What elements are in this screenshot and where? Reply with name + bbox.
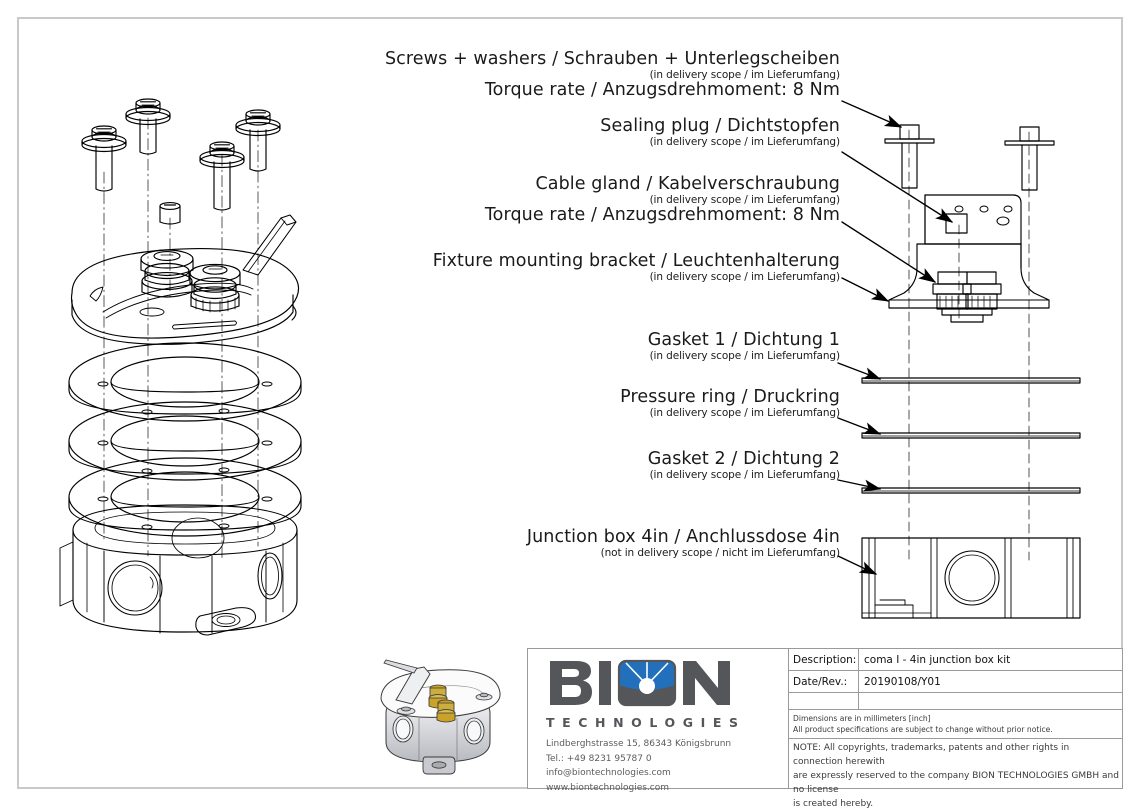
junction-box-iso — [59, 504, 298, 636]
callout-gasket-2-main: Gasket 2 / Dichtung 2 — [647, 449, 840, 469]
title-block-info: Description: coma I - 4in junction box k… — [789, 649, 1123, 809]
dimensions-note-line-2: All product specifications are subject t… — [793, 725, 1053, 734]
callout-pressure-ring-main: Pressure ring / Druckring — [620, 387, 840, 407]
callout-cable-gland-torque: Torque rate / Anzugsdrehmoment: 8 Nm — [484, 205, 840, 226]
gasket-1-elev — [861, 377, 1081, 384]
address-phone: Tel.: +49 8231 95787 0 — [546, 753, 652, 764]
leader-junction-box — [837, 555, 878, 575]
callout-pressure-ring: Pressure ring / Druckring (in delivery s… — [440, 387, 841, 419]
exploded-isometric-view — [59, 98, 302, 636]
screw-iso-1 — [81, 125, 127, 192]
description-label: Description: — [789, 649, 859, 670]
callout-sealing-plug-sub: (in delivery scope / im Lieferumfang) — [649, 135, 841, 148]
pressure-ring-iso — [68, 401, 302, 481]
gasket-1-iso — [68, 342, 302, 422]
empty-value — [859, 693, 1123, 709]
cable-gland-iso-1 — [140, 249, 194, 298]
cable-gland-elev — [932, 271, 1002, 323]
assembled-isometric-view — [380, 659, 501, 775]
callout-sealing-plug-main: Sealing plug / Dichtstopfen — [600, 116, 840, 136]
title-block-row-empty — [789, 693, 1123, 710]
leader-cable-gland — [841, 221, 937, 283]
leader-lines — [837, 100, 954, 575]
callout-cable-gland-sub: (in delivery scope / im Lieferumfang) — [649, 193, 841, 206]
callout-gasket-1: Gasket 1 / Dichtung 1 (in delivery scope… — [440, 330, 841, 362]
copyright-note-line-2: are expressly reserved to the company BI… — [793, 770, 1119, 795]
screw-iso-4 — [235, 109, 281, 172]
copyright-note-line-1: NOTE: All copyrights, trademarks, patent… — [793, 743, 1070, 767]
fixture-mounting-bracket-iso — [70, 214, 300, 345]
dimensions-note-line-1: Dimensions are in millimeters [inch] — [793, 714, 931, 723]
sealing-plug-elev — [945, 213, 968, 234]
fixture-mounting-bracket-elev — [888, 194, 1050, 309]
description-value: coma I - 4in junction box kit — [864, 653, 1011, 666]
dimensions-note: Dimensions are in millimeters [inch] All… — [789, 710, 1123, 739]
front-elevation-view — [861, 124, 1081, 619]
date-rev-label: Date/Rev.: — [789, 671, 859, 692]
callout-gasket-2: Gasket 2 / Dichtung 2 (in delivery scope… — [440, 449, 841, 481]
screw-iso-3 — [199, 141, 245, 211]
gasket-2-elev — [861, 487, 1081, 494]
callout-screws-torque: Torque rate / Anzugsdrehmoment: 8 Nm — [484, 80, 840, 101]
leader-gasket-1 — [837, 362, 882, 380]
callout-pressure-ring-sub: (in delivery scope / im Lieferumfang) — [649, 406, 841, 419]
bion-logo-icon — [550, 659, 730, 707]
address-street: Lindberghstrasse 15, 86343 Königsbrunn — [546, 739, 732, 749]
screw-elev-1 — [884, 124, 935, 189]
title-block-logo-cell: TECHNOLOGIES Lindberghstrasse 15, 86343 … — [528, 649, 789, 793]
callout-gasket-1-sub: (in delivery scope / im Lieferumfang) — [649, 349, 841, 362]
callout-junction-box-main: Junction box 4in / Anchlussdose 4in — [526, 527, 840, 547]
leader-mounting-bracket — [841, 277, 890, 302]
callout-cable-gland-main: Cable gland / Kabelverschraubung — [535, 174, 840, 194]
date-rev-value: 20190108/Y01 — [864, 675, 941, 688]
callout-sealing-plug: Sealing plug / Dichtstopfen (in delivery… — [380, 116, 841, 148]
empty-label — [789, 693, 859, 709]
screw-elev-2 — [1004, 126, 1055, 191]
cable-gland-iso-2 — [189, 263, 241, 313]
sealing-plug-iso — [159, 202, 181, 225]
callout-cable-gland: Cable gland / Kabelverschraubung (in del… — [330, 174, 841, 226]
title-block-row-date-rev: Date/Rev.: 20190108/Y01 — [789, 671, 1123, 693]
gasket-2-iso — [68, 457, 302, 537]
callout-mounting-bracket-sub: (in delivery scope / im Lieferumfang) — [649, 270, 841, 283]
title-block-row-description: Description: coma I - 4in junction box k… — [789, 649, 1123, 671]
callout-screws-sub: (in delivery scope / im Lieferumfang) — [649, 68, 841, 81]
junction-box-elev — [861, 537, 1081, 619]
company-address: Lindberghstrasse 15, 86343 Königsbrunn T… — [546, 737, 788, 795]
leader-gasket-2 — [837, 479, 882, 492]
callout-junction-box: Junction box 4in / Anchlussdose 4in (not… — [380, 527, 841, 559]
copyright-note: NOTE: All copyrights, trademarks, patent… — [789, 739, 1123, 812]
callout-junction-box-sub: (not in delivery scope / nicht im Liefer… — [600, 546, 841, 559]
copyright-note-line-3: is created hereby. — [793, 798, 874, 809]
callout-gasket-2-sub: (in delivery scope / im Lieferumfang) — [649, 468, 841, 481]
callout-screws-main: Screws + washers / Schrauben + Unterlegs… — [384, 49, 840, 69]
pressure-ring-elev — [861, 432, 1081, 439]
bion-logo-tagline: TECHNOLOGIES — [546, 715, 746, 730]
address-web: www.biontechnologies.com — [546, 782, 669, 793]
title-block: TECHNOLOGIES Lindberghstrasse 15, 86343 … — [527, 648, 1123, 809]
callout-screws: Screws + washers / Schrauben + Unterlegs… — [280, 49, 841, 101]
leader-screws — [841, 100, 903, 128]
bion-logo — [546, 655, 758, 713]
leader-pressure-ring — [837, 417, 882, 435]
screw-iso-2 — [125, 98, 171, 155]
callout-gasket-1-main: Gasket 1 / Dichtung 1 — [647, 330, 840, 350]
leader-sealing-plug — [841, 151, 954, 223]
callout-mounting-bracket: Fixture mounting bracket / Leuchtenhalte… — [330, 251, 841, 283]
callout-mounting-bracket-main: Fixture mounting bracket / Leuchtenhalte… — [432, 251, 840, 271]
address-email: info@biontechnologies.com — [546, 768, 671, 779]
